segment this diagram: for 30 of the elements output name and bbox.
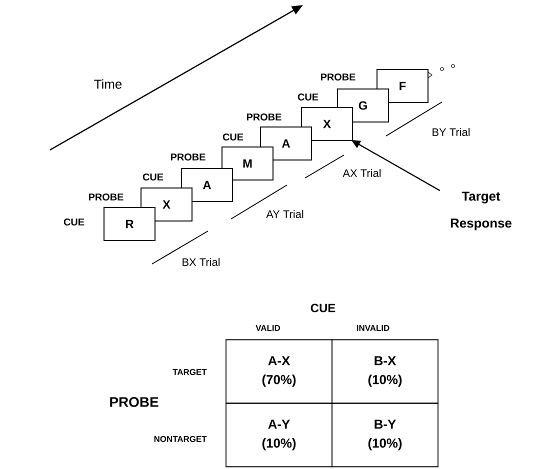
trial-label: BY Trial xyxy=(432,128,470,136)
event-label: PROBE xyxy=(170,153,206,161)
table-cell: A-Y (10%) xyxy=(226,402,332,468)
trial-label: AX Trial xyxy=(342,168,381,178)
table-cell: B-Y (10%) xyxy=(332,402,438,468)
response-label: Target Response xyxy=(450,192,512,230)
table-header: NONTARGET xyxy=(154,436,207,442)
table-header: PROBE xyxy=(110,397,158,407)
table-cell: A-X (70%) xyxy=(226,339,332,404)
table-header: VALID xyxy=(256,325,280,331)
event-label: PROBE xyxy=(246,113,282,121)
table-header: TARGET xyxy=(172,369,207,375)
table-cell: B-X (10%) xyxy=(332,339,438,404)
axis-label: Time xyxy=(94,79,122,89)
event-label: CUE xyxy=(64,218,84,226)
event-label: CUE xyxy=(222,133,244,141)
trial-label: BX Trial xyxy=(182,258,220,266)
table-header: INVALID xyxy=(356,325,390,331)
trial-label: AY Trial xyxy=(266,210,304,218)
stimulus-box: M xyxy=(222,146,274,180)
event-label: PROBE xyxy=(320,73,356,81)
event-label: PROBE xyxy=(88,193,124,201)
event-label: CUE xyxy=(142,173,164,181)
stimulus-box: X xyxy=(301,107,353,141)
stimulus-box: A xyxy=(260,126,312,160)
stimulus-box: A xyxy=(181,168,233,202)
stimulus-box: R xyxy=(104,207,156,241)
stimulus-box: F xyxy=(376,69,428,103)
table-header: CUE xyxy=(310,304,336,312)
event-label: CUE xyxy=(298,93,318,101)
